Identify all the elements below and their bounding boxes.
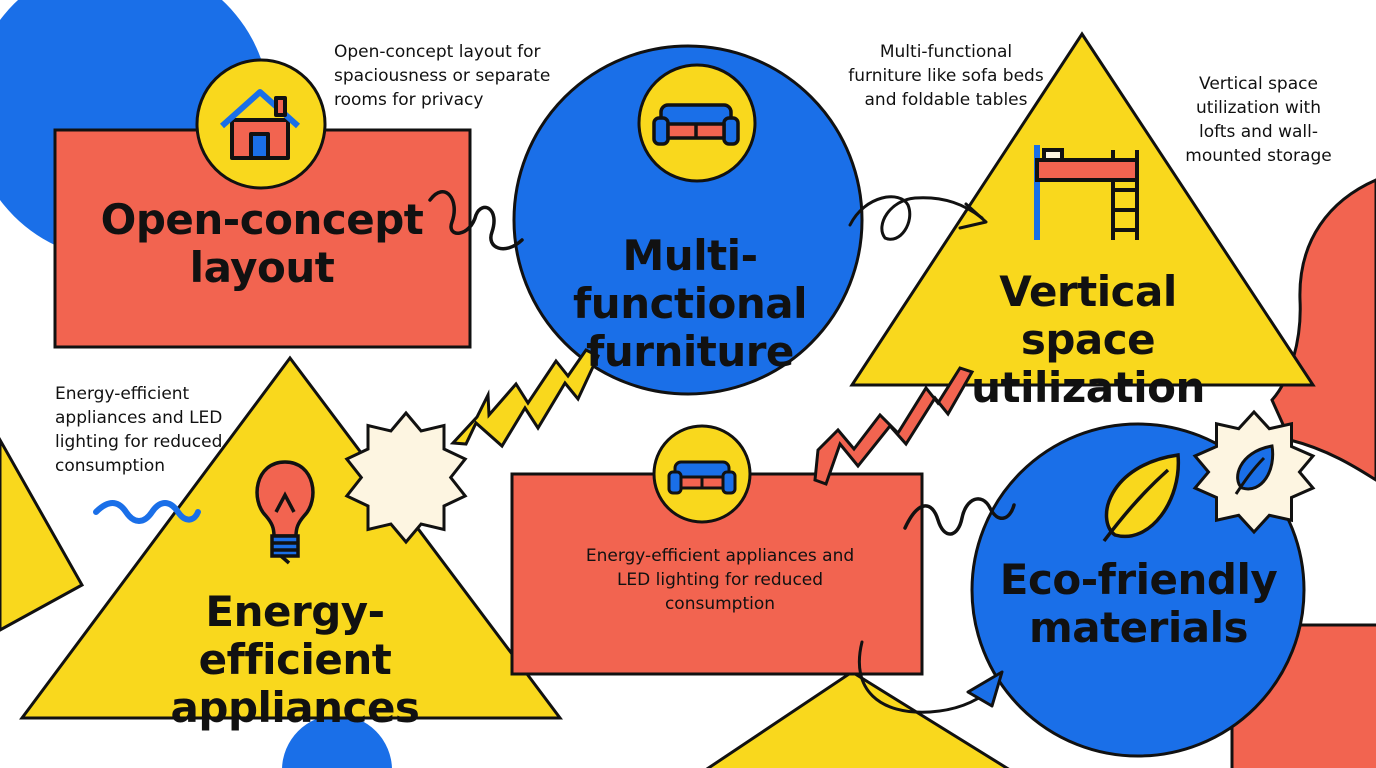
sofa-icon (652, 103, 740, 146)
decor-yellow-triangle-left (0, 436, 85, 632)
energy-efficient-title-line2: appliances (170, 683, 420, 732)
energy-efficient-title: Energy-efficient appliances (110, 588, 480, 732)
blue-arrowhead (966, 670, 1004, 708)
zigzag-arrow-red (813, 366, 975, 486)
leaf-icon-small (1234, 444, 1275, 495)
blue-wave (93, 500, 201, 524)
red-box-description: Energy-efficient appliances and LED ligh… (585, 546, 855, 614)
vertical-space-description: Vertical space utilization with lofts an… (1185, 74, 1332, 166)
eco-friendly-title-line2: materials (1028, 603, 1249, 652)
open-concept-title-line1: Open-concept (100, 195, 424, 244)
decor-yellow-triangle-bottom (705, 670, 1010, 768)
vertical-space-title: Vertical space utilization (928, 268, 1248, 412)
open-concept-title: Open-concept layout (62, 196, 462, 292)
vertical-space-title-line1: Vertical space (999, 267, 1177, 364)
decor-red-blob-right (1270, 178, 1376, 482)
squiggle-connector-3 (903, 497, 1016, 536)
multi-functional-title-line1: Multi-functional (573, 231, 807, 328)
node-multi-functional-circle (512, 44, 864, 396)
multi-functional-title-line2: furniture (586, 327, 794, 376)
energy-efficient-title-line1: Energy-efficient (198, 587, 392, 684)
open-concept-title-line2: layout (189, 243, 335, 292)
vertical-space-title-line2: utilization (971, 363, 1205, 412)
open-concept-description: Open-concept layout for spaciousness or … (334, 42, 551, 110)
decor-blue-circle-bottom (282, 715, 392, 768)
multi-functional-title: Multi-functional furniture (510, 232, 870, 376)
starburst-left (344, 410, 468, 545)
arrowhead-connector-2 (958, 202, 988, 230)
energy-efficient-description: Energy-efficient appliances and LED ligh… (55, 384, 223, 476)
loop-connector-2 (848, 195, 984, 241)
lightbulb-icon (255, 460, 315, 565)
zigzag-arrow-yellow (449, 348, 600, 449)
multi-functional-description: Multi-functional furniture like sofa bed… (848, 42, 1044, 110)
squiggle-connector-1 (428, 190, 524, 251)
eco-friendly-title-line1: Eco-friendly (999, 555, 1278, 604)
eco-friendly-title: Eco-friendly materials (986, 556, 1291, 652)
sofa-icon-small (667, 460, 737, 495)
house-icon (219, 89, 301, 160)
curved-connector-bottom (857, 640, 992, 714)
leaf-icon (1102, 453, 1181, 543)
loft-bed-icon (1034, 145, 1139, 240)
